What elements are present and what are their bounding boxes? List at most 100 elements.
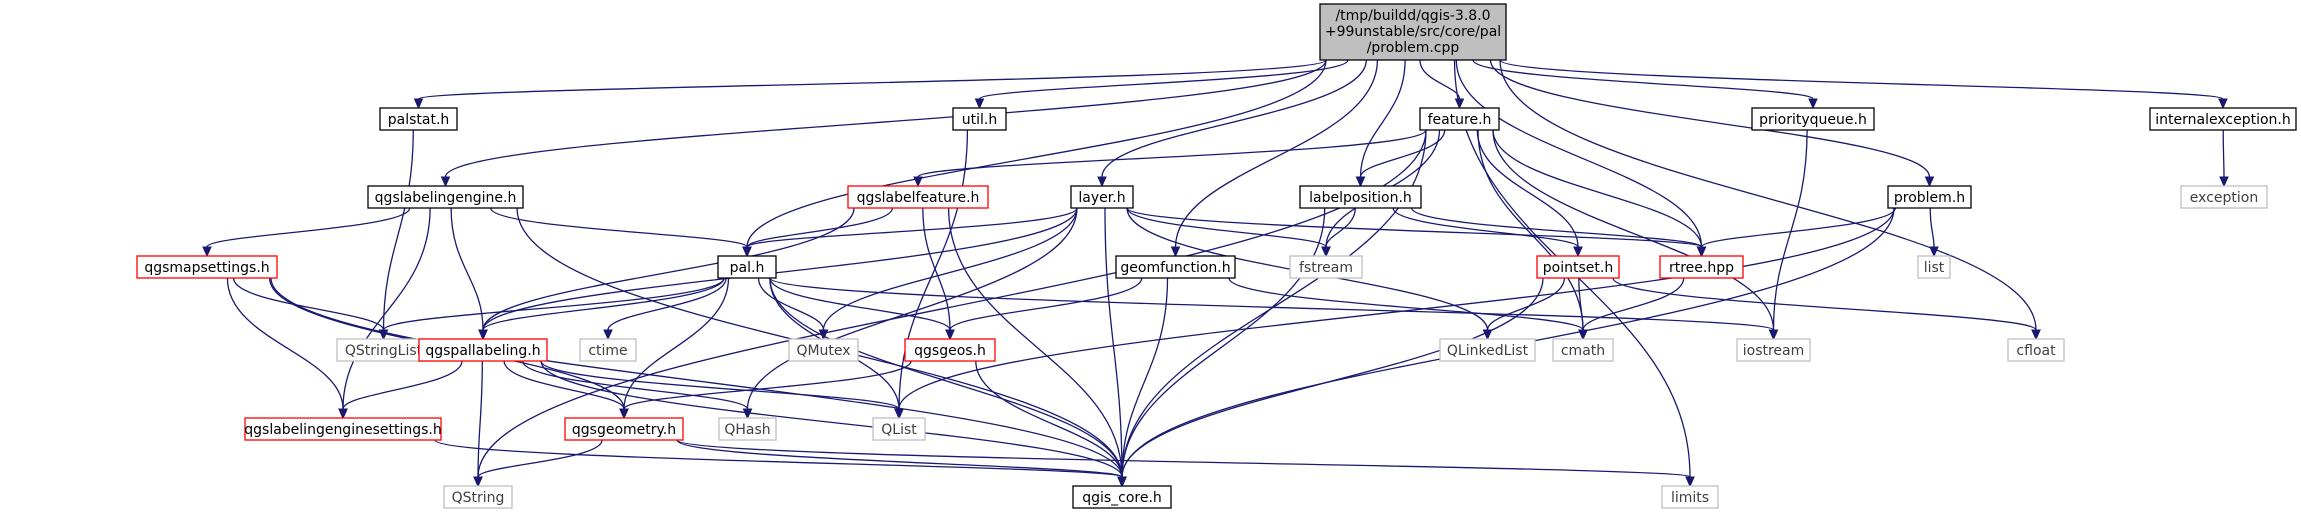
edge-qgslabelingengine-to-qgspallabeling bbox=[450, 207, 488, 341]
node-label: cfloat bbox=[2016, 343, 2056, 359]
edge-qgspallabeling-to-qgslabelingenginesettings bbox=[338, 360, 463, 420]
edge-palstat-to-qstringlist bbox=[378, 129, 414, 341]
edge-qgsgeos-to-qgis_core bbox=[975, 360, 1127, 488]
edge-qgslabelfeature-to-pal bbox=[742, 207, 894, 258]
edge-feature-to-rtree bbox=[1492, 129, 1707, 258]
node-geomfunction[interactable]: geomfunction.h bbox=[1115, 255, 1236, 279]
node-problem-h[interactable]: problem.h bbox=[1887, 185, 1972, 209]
edge-layer-to-fstream bbox=[1126, 207, 1331, 258]
edge-qgslabelingengine-to-qgsmapsettings bbox=[202, 207, 411, 258]
node-qgslabelfeature[interactable]: qgslabelfeature.h bbox=[847, 185, 989, 209]
node-qgsmapsettings[interactable]: qgsmapsettings.h bbox=[136, 255, 278, 279]
node-label: rtree.hpp bbox=[1669, 260, 1734, 276]
root-node-problem-cpp: /tmp/buildd/qgis-3.8.0+99unstable/src/co… bbox=[1319, 3, 1507, 61]
edge-labelposition-to-pointset bbox=[1392, 207, 1583, 258]
node-qgspallabeling[interactable]: qgspallabeling.h bbox=[418, 338, 548, 362]
node-qgis-core[interactable]: qgis_core.h bbox=[1072, 485, 1172, 509]
node-label: labelposition.h bbox=[1309, 190, 1412, 206]
node-label: priorityqueue.h bbox=[1759, 112, 1867, 128]
edge-qgspallabeling-to-qlist bbox=[540, 360, 904, 420]
node-qhash: QHash bbox=[718, 417, 777, 441]
edge-internalexception-to-exception bbox=[2219, 129, 2229, 188]
edge-pointset-to-cfloat bbox=[1612, 277, 2041, 341]
node-label: fstream bbox=[1299, 260, 1353, 276]
node-layer: /tmp/buildd/qgis-3.8.0+99unstable/src/co… bbox=[136, 3, 2297, 509]
node-label: qgsgeos.h bbox=[914, 343, 986, 359]
edge-layer-to-qgspallabeling bbox=[478, 207, 1078, 341]
node-qgsgeometry[interactable]: qgsgeometry.h bbox=[564, 417, 684, 441]
node-exception: exception bbox=[2180, 185, 2268, 209]
edge-qgsgeometry-to-limits bbox=[676, 439, 1695, 488]
node-label: list bbox=[1924, 260, 1945, 276]
node-label: qgslabelingenginesettings.h bbox=[244, 422, 441, 438]
edge-labelposition-to-fstream bbox=[1321, 207, 1356, 258]
edge-root-to-labelposition bbox=[1355, 59, 1406, 188]
node-qgslabelingenginesettings[interactable]: qgslabelingenginesettings.h bbox=[244, 417, 442, 441]
node-util[interactable]: util.h bbox=[952, 107, 1007, 131]
edge-labelposition-to-qgis_core bbox=[1117, 207, 1326, 488]
edge-geomfunction-to-qgsgeos bbox=[945, 277, 1143, 341]
node-label: QHash bbox=[724, 422, 770, 438]
edge-root-to-rtree bbox=[1455, 59, 1707, 258]
edge-qgsgeometry-to-qgis_core bbox=[676, 439, 1127, 488]
node-list: list bbox=[1917, 255, 1951, 279]
edge-qgsmapsettings-to-qgis_core bbox=[270, 277, 1127, 488]
node-internalexception[interactable]: internalexception.h bbox=[2149, 107, 2297, 131]
root-node-label-line: +99unstable/src/core/pal bbox=[1325, 24, 1501, 40]
node-pal[interactable]: pal.h bbox=[717, 255, 777, 279]
node-rtree[interactable]: rtree.hpp bbox=[1659, 255, 1744, 279]
node-qlist: QList bbox=[872, 417, 926, 441]
node-feature[interactable]: feature.h bbox=[1419, 107, 1500, 131]
edge-pal-to-qmutex bbox=[757, 277, 829, 341]
edge-root-to-palstat bbox=[413, 59, 1327, 110]
edge-root-to-priorityqueue bbox=[1472, 59, 1818, 110]
edge-qgsgeos-to-qgsgeometry bbox=[619, 360, 912, 420]
root-node-label-line: /tmp/buildd/qgis-3.8.0 bbox=[1335, 8, 1490, 24]
edge-qgspallabeling-to-qstring bbox=[473, 360, 483, 488]
node-label: ctime bbox=[588, 343, 627, 359]
node-label: QList bbox=[881, 422, 917, 438]
node-pointset[interactable]: pointset.h bbox=[1536, 255, 1620, 279]
edge-geomfunction-to-cmath bbox=[1228, 277, 1588, 341]
edge-root-to-pal bbox=[742, 59, 1327, 258]
node-limits: limits bbox=[1661, 485, 1719, 509]
node-label: QLinkedList bbox=[1447, 343, 1529, 359]
node-qmutex: QMutex bbox=[788, 338, 859, 362]
edge-problem_h-to-qlist bbox=[894, 207, 1895, 420]
root-node-label-line: /problem.cpp bbox=[1367, 40, 1460, 56]
node-qstringlist: QStringList bbox=[336, 338, 431, 362]
node-qgsgeos[interactable]: qgsgeos.h bbox=[904, 338, 996, 362]
node-palstat[interactable]: palstat.h bbox=[379, 107, 458, 131]
node-label: layer.h bbox=[1078, 190, 1125, 206]
edge-qgsmapsettings-to-qstringlist bbox=[232, 277, 389, 341]
node-qgslabelingengine[interactable]: qgslabelingengine.h bbox=[367, 185, 524, 209]
node-layer[interactable]: layer.h bbox=[1070, 185, 1134, 209]
node-label: qgsgeometry.h bbox=[572, 422, 676, 438]
node-label: qgspallabeling.h bbox=[425, 343, 540, 359]
node-label: palstat.h bbox=[388, 112, 450, 128]
edge-feature-to-qgslabelfeature bbox=[913, 129, 1427, 188]
edge-qgslabelingenginesettings-to-qgis_core bbox=[434, 439, 1127, 488]
edge-feature-to-labelposition bbox=[1355, 129, 1446, 188]
node-label: pointset.h bbox=[1543, 260, 1613, 276]
node-label: QStringList bbox=[345, 343, 423, 359]
node-cmath: cmath bbox=[1552, 338, 1614, 362]
node-label: util.h bbox=[962, 112, 997, 128]
edge-layer bbox=[202, 59, 2229, 488]
node-label: QMutex bbox=[796, 343, 850, 359]
edge-pointset-to-qlinkedlist bbox=[1482, 277, 1566, 341]
node-qlinkedlist: QLinkedList bbox=[1439, 338, 1536, 362]
node-label: limits bbox=[1671, 490, 1709, 506]
edge-root-to-internalexception bbox=[1499, 59, 2228, 110]
node-label: cmath bbox=[1561, 343, 1605, 359]
edge-root-to-util bbox=[974, 59, 1349, 110]
node-label: QString bbox=[452, 490, 505, 506]
node-labelposition[interactable]: labelposition.h bbox=[1299, 185, 1422, 209]
node-ctime: ctime bbox=[579, 338, 637, 362]
edge-problem_h-to-rtree bbox=[1696, 207, 1896, 258]
edge-qgsgeometry-to-qstring bbox=[473, 439, 603, 488]
node-label: problem.h bbox=[1894, 190, 1965, 206]
edge-root-to-problem_h bbox=[1489, 59, 1935, 188]
node-priorityqueue[interactable]: priorityqueue.h bbox=[1751, 107, 1875, 131]
